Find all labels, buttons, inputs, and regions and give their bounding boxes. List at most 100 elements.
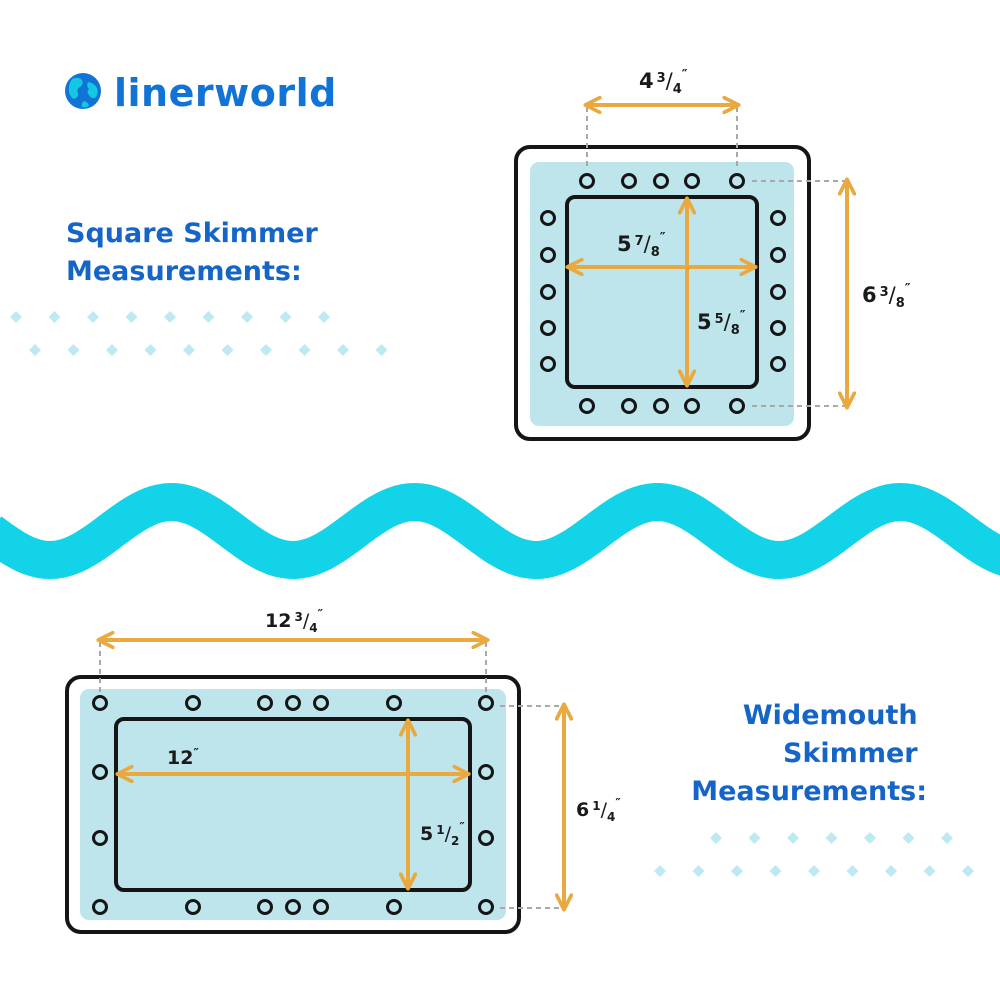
screw-hole	[653, 398, 669, 414]
diamond-decoration	[787, 832, 799, 844]
diamond-decoration	[808, 865, 820, 877]
diamond-decoration	[125, 311, 138, 323]
screw-hole	[621, 398, 637, 414]
diamond-decoration	[48, 311, 61, 323]
screw-hole	[729, 173, 745, 189]
screw-hole	[770, 284, 786, 300]
diamond-decoration	[202, 311, 215, 323]
diamond-decoration	[846, 865, 859, 877]
diamond-decoration	[692, 865, 705, 877]
diamond-decoration	[941, 832, 953, 844]
diamond-decoration	[731, 865, 743, 877]
screw-hole	[684, 173, 700, 189]
diamond-decoration	[241, 311, 253, 323]
diamond-decoration	[654, 865, 666, 877]
screw-hole	[540, 320, 556, 336]
square-heading-line-2: Measurements:	[66, 256, 302, 287]
screw-hole	[92, 764, 108, 780]
widemouth-opening-width-label: 12″	[167, 746, 199, 769]
screw-hole	[540, 356, 556, 372]
screw-hole	[386, 695, 402, 711]
screw-hole	[92, 899, 108, 915]
diamond-decoration	[10, 311, 22, 323]
diamond-decoration	[962, 865, 974, 877]
diamond-decoration	[885, 865, 897, 877]
diamond-decoration	[710, 832, 722, 844]
screw-hole	[92, 830, 108, 846]
diamond-decoration	[29, 344, 41, 356]
diamond-decoration	[144, 344, 157, 356]
diamond-decoration	[337, 344, 349, 356]
screw-hole	[257, 695, 273, 711]
screw-hole	[185, 899, 201, 915]
diamond-decoration	[260, 344, 272, 356]
widemouth-skimmer-faceplate	[80, 689, 506, 920]
diamond-decoration	[164, 311, 176, 323]
diamond-decoration	[318, 311, 330, 323]
screw-hole	[729, 398, 745, 414]
screw-hole	[313, 695, 329, 711]
screw-hole	[185, 695, 201, 711]
square-heading-line-1: Square Skimmer	[66, 218, 318, 249]
screw-hole	[478, 695, 494, 711]
diamond-decoration	[87, 311, 99, 323]
screw-hole	[684, 398, 700, 414]
diamond-decoration	[279, 311, 292, 323]
square-skimmer-faceplate	[530, 162, 794, 426]
screw-hole	[92, 695, 108, 711]
screw-hole	[478, 830, 494, 846]
widemouth-heading-line-1: Widemouth	[743, 700, 918, 731]
square-skimmer-screw-holes	[540, 173, 786, 414]
widemouth-heading-line-3: Measurements:	[691, 776, 927, 807]
widemouth-extension-lines	[99, 642, 562, 909]
screw-hole	[621, 173, 637, 189]
square-heading: Square Skimmer Measurements:	[66, 218, 327, 287]
diamond-decoration	[221, 344, 234, 356]
wave-divider	[0, 482, 1000, 580]
brand-logo: linerworld	[65, 71, 337, 115]
screw-hole	[540, 247, 556, 263]
screw-hole	[770, 210, 786, 226]
screw-hole	[478, 764, 494, 780]
screw-hole	[579, 398, 595, 414]
diamond-decoration	[298, 344, 311, 356]
diamond-decoration	[864, 832, 876, 844]
diamond-decoration	[769, 865, 782, 877]
screw-hole	[653, 173, 669, 189]
screw-hole	[770, 356, 786, 372]
screw-hole	[386, 899, 402, 915]
diamond-decoration	[923, 865, 936, 877]
screw-hole	[313, 899, 329, 915]
screw-hole	[770, 320, 786, 336]
square-skimmer-opening	[565, 195, 759, 389]
diamond-decoration	[375, 344, 388, 356]
widemouth-skimmer-opening	[114, 717, 472, 892]
widemouth-heading: Widemouth Skimmer Measurements:	[691, 700, 927, 807]
diamond-decoration	[825, 832, 838, 844]
square-extension-lines	[586, 107, 846, 407]
screw-hole	[285, 899, 301, 915]
screw-hole	[770, 247, 786, 263]
widemouth-skimmer-screw-holes	[92, 695, 494, 915]
widemouth-heading-line-2: Skimmer	[783, 738, 918, 769]
screw-hole	[540, 284, 556, 300]
decorative-diamonds-top	[10, 311, 388, 356]
screw-hole	[540, 210, 556, 226]
screw-hole	[257, 899, 273, 915]
globe-icon	[65, 73, 101, 109]
brand-wordmark: linerworld	[114, 71, 337, 115]
decorative-diamonds-bottom	[654, 832, 974, 877]
screw-hole	[285, 695, 301, 711]
diamond-decoration	[106, 344, 118, 356]
diamond-decoration	[67, 344, 80, 356]
